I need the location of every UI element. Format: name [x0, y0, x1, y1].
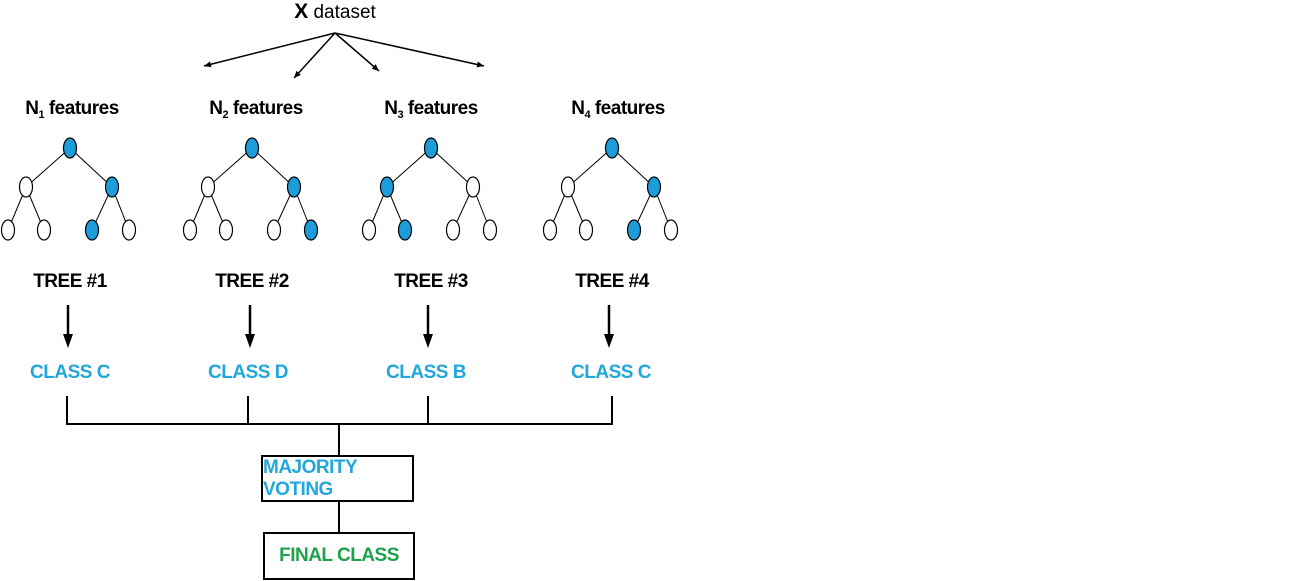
down-arrow-head: [63, 334, 73, 348]
tree-node-active: [84, 219, 100, 241]
down-arrow-head: [423, 334, 433, 348]
decision-trees: [0, 137, 679, 241]
tree-node-active: [104, 176, 120, 198]
tree-node-active: [626, 219, 642, 241]
down-arrow-4: [604, 305, 614, 348]
features-label-3: N3 features: [384, 98, 478, 121]
final-class-box: FINAL CLASS: [263, 532, 415, 580]
tree-node: [465, 176, 481, 198]
tree-node: [0, 219, 16, 241]
down-arrow-2: [245, 305, 255, 348]
majority-voting-box: MAJORITY VOTING: [261, 455, 414, 502]
down-arrow-head: [604, 334, 614, 348]
tree-node: [36, 219, 52, 241]
tree-node: [218, 219, 234, 241]
tree-edge: [611, 147, 655, 188]
class-label-3: CLASS B: [386, 362, 466, 383]
vote-connector: [66, 396, 613, 533]
tree-label-1: TREE #1: [33, 271, 107, 292]
tree-edge: [207, 147, 253, 188]
class-label-4: CLASS C: [571, 362, 651, 383]
tree-edge: [69, 147, 113, 188]
tree-node-active: [244, 137, 260, 159]
tree-node: [361, 219, 377, 241]
features-label-2: N2 features: [209, 98, 303, 121]
split-arrow-1: [203, 32, 336, 68]
tree-node: [578, 219, 594, 241]
tree-node-active: [62, 137, 78, 159]
tree-node: [200, 176, 216, 198]
tree-node: [482, 219, 498, 241]
tree-label-4: TREE #4: [575, 271, 649, 292]
features-label-1: N1 features: [25, 98, 119, 121]
class-label-2: CLASS D: [208, 362, 288, 383]
majority-voting-label: MAJORITY VOTING: [263, 456, 357, 500]
down-arrow-3: [423, 305, 433, 348]
dataset-split-arrows: [203, 32, 485, 79]
features-label-4: N4 features: [571, 98, 665, 121]
tree-edge: [430, 147, 474, 188]
split-arrow-2: [293, 32, 336, 79]
tree-4: [542, 137, 679, 241]
tree-node: [266, 219, 282, 241]
tree-node: [663, 219, 679, 241]
tree-edge: [251, 147, 295, 188]
tree-node: [18, 176, 34, 198]
dataset-title: X dataset: [294, 0, 376, 24]
tree-label-3: TREE #3: [394, 271, 468, 292]
dataset-x: X: [294, 0, 309, 23]
tree-node-active: [379, 176, 395, 198]
split-arrow-3: [334, 32, 380, 72]
tree-label-2: TREE #2: [215, 271, 289, 292]
tree-edge: [386, 147, 432, 188]
tree-2: [182, 137, 319, 241]
tree-node: [121, 219, 137, 241]
tree-node-active: [397, 219, 413, 241]
tree-1: [0, 137, 137, 241]
dataset-word: dataset: [313, 2, 376, 23]
tree-edge: [567, 147, 613, 188]
tree-node: [445, 219, 461, 241]
tree-node: [182, 219, 198, 241]
tree-to-class-arrows: [63, 305, 614, 348]
tree-node-active: [646, 176, 662, 198]
tree-edge: [25, 147, 71, 188]
tree-node: [542, 219, 558, 241]
final-class-label: FINAL CLASS: [279, 545, 399, 566]
tree-node-active: [604, 137, 620, 159]
tree-3: [361, 137, 498, 241]
class-label-1: CLASS C: [30, 362, 110, 383]
split-arrow-4: [334, 32, 485, 68]
down-arrow-head: [245, 334, 255, 348]
down-arrow-1: [63, 305, 73, 348]
tree-node-active: [286, 176, 302, 198]
tree-node-active: [303, 219, 319, 241]
tree-node: [560, 176, 576, 198]
tree-node-active: [423, 137, 439, 159]
